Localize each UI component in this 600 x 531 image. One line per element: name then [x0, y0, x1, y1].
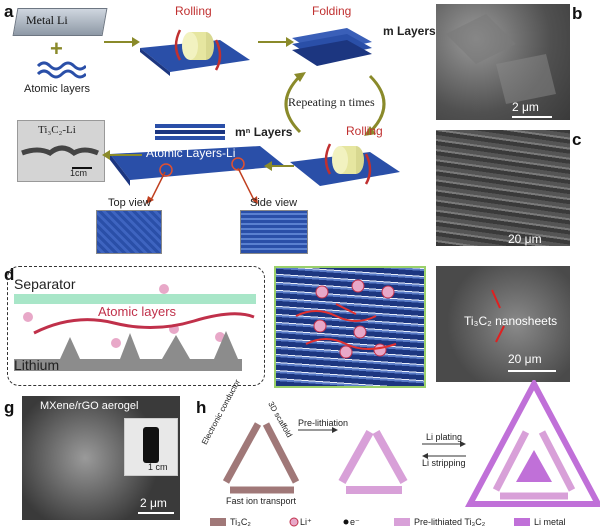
- panel-e-image: [274, 266, 426, 388]
- atomic-layers-li-label: Atomic Layers-Li: [146, 146, 236, 160]
- panel-g-label: g: [4, 398, 15, 417]
- ti3c2-li-photo: [17, 120, 105, 182]
- panel-g-scale-label: 2 μm: [140, 496, 167, 510]
- legend-electron: e⁻: [350, 517, 360, 527]
- arrow-right-icon: [258, 37, 294, 47]
- m-layers-label: m Layers: [383, 24, 436, 38]
- fast-ion-label: Fast ion transport: [226, 496, 297, 506]
- arrow-left-icon: [102, 150, 142, 160]
- panel-d-frame: [7, 266, 265, 386]
- panel-f-sem-image: [436, 266, 570, 382]
- scale-1cm-label: 1cm: [70, 168, 88, 178]
- panel-c-scale-bar: [508, 246, 556, 248]
- separator-label: Separator: [14, 276, 76, 292]
- top-view-image: [96, 210, 162, 254]
- side-view-image: [240, 210, 308, 254]
- legend-prelithiated: Pre-lithiated Ti₃C₂: [414, 517, 486, 527]
- repeating-label: Repeating n times: [288, 95, 375, 109]
- atomic-layers-label: Atomic layers: [24, 83, 91, 95]
- panel-c-scale-label: 20 μm: [508, 232, 542, 246]
- li-plating-label: Li plating: [426, 432, 463, 442]
- panel-h-diagram: [210, 380, 600, 527]
- metal-li-label: Metal Li: [26, 13, 68, 27]
- view-arrows: [146, 168, 258, 204]
- lithium-dendrite-diagram: [14, 284, 255, 371]
- mxene-rgo-title: MXene/rGO aerogel: [40, 400, 139, 412]
- mn-layers-label: mⁿ Layers: [235, 125, 293, 139]
- prelithiation-label: Pre-lithiation: [298, 418, 349, 428]
- top-view-label: Top view: [108, 197, 151, 209]
- panel-a-label: a: [4, 2, 14, 21]
- repeat-cycle-arrows: [284, 72, 386, 136]
- panel-f-scale-bar: [508, 370, 556, 372]
- stacked-layers-icon: [155, 124, 225, 140]
- panel-h-label: h: [196, 398, 207, 417]
- legend-ti3c2: Ti₃C₂: [230, 517, 251, 527]
- rolling-sheet-illustration-2: [290, 143, 400, 186]
- panel-f-scale-label: 20 μm: [508, 352, 542, 366]
- side-view-label: Side view: [250, 197, 298, 209]
- atomic-layers-red-label: Atomic layers: [98, 304, 177, 319]
- li-stripping-label: Li stripping: [422, 458, 466, 468]
- rolling-top-label: Rolling: [175, 4, 212, 18]
- rolling-right-label: Rolling: [346, 124, 383, 138]
- panel-b-scale-bar: [512, 116, 552, 118]
- inset-scale-label: 1 cm: [148, 462, 168, 472]
- panel-c-sem-image: [436, 130, 570, 246]
- panel-c-label: c: [572, 130, 582, 149]
- atomic-layers-li-sheet: [110, 146, 285, 186]
- lithium-label: Lithium: [14, 357, 60, 373]
- folding-label: Folding: [312, 4, 352, 18]
- atomic-layers-icon: [36, 61, 86, 79]
- panel-b-scale-label: 2 μm: [512, 100, 539, 114]
- plus-sign: +: [50, 36, 63, 61]
- arrow-left-icon: [264, 161, 294, 171]
- ti3c2-li-label: Ti₃C₂-Li: [38, 124, 76, 136]
- panel-g-scale-bar: [138, 512, 174, 514]
- separator-bar: [14, 294, 256, 304]
- panel-b-sem-image: [436, 4, 570, 120]
- rolling-sheet-illustration: [140, 29, 250, 76]
- aerogel-photo-inset: [124, 418, 178, 476]
- ti3c2-nanosheets-label: Ti₃C₂ nanosheets: [464, 314, 558, 328]
- legend-li-metal: Li metal: [534, 517, 566, 527]
- panel-b-label: b: [572, 4, 583, 23]
- arrow-right-icon: [104, 37, 140, 47]
- legend-li-ion: Li⁺: [300, 517, 312, 527]
- folded-layers-illustration: [292, 28, 372, 66]
